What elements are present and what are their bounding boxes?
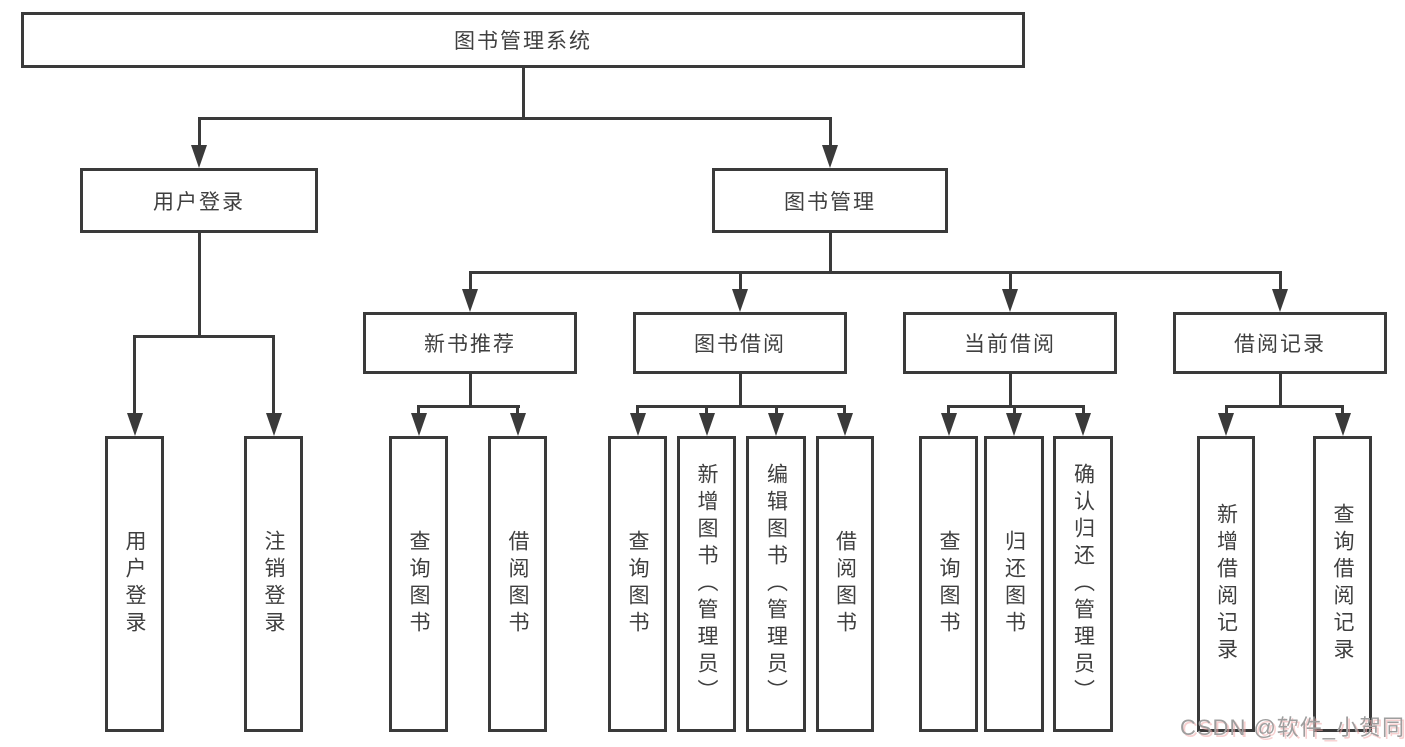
leaf-query-books-current: 查询图书: [919, 436, 978, 732]
node-book-management: 图书管理: [712, 168, 948, 233]
node-label: 图书管理系统: [454, 30, 592, 53]
arrowhead-down: [126, 413, 143, 436]
arrowhead-down: [265, 413, 282, 436]
connector-line: [468, 271, 1282, 274]
leaf-borrow-books-borrowing: 借阅图书: [816, 436, 874, 732]
arrowhead-down: [732, 289, 748, 312]
arrowhead-down: [1002, 289, 1018, 312]
connector-line: [1012, 405, 1016, 416]
arrowhead-down: [509, 413, 526, 436]
node-label: 借阅图书: [833, 530, 857, 638]
leaf-query-books-recommend: 查询图书: [389, 436, 448, 732]
leaf-add-book-admin: 新增图书（管理员）: [677, 436, 736, 732]
leaf-borrow-books-recommend: 借阅图书: [488, 436, 547, 732]
connector-line: [521, 68, 525, 119]
node-label: 编辑图书（管理员）: [764, 462, 788, 706]
arrowhead-down: [1272, 289, 1288, 312]
connector-line: [828, 117, 832, 149]
node-book-borrowing: 图书借阅: [633, 312, 847, 374]
node-label: 用户登录: [123, 530, 146, 638]
arrowhead-down: [462, 289, 478, 312]
node-current-borrowing: 当前借阅: [903, 312, 1117, 374]
connector-line: [828, 232, 832, 274]
connector-line: [738, 373, 742, 408]
connector-line: [738, 271, 742, 293]
node-label: 新增图书（管理员）: [695, 462, 718, 706]
connector-line: [1224, 405, 1228, 416]
node-label: 图书借阅: [694, 333, 786, 356]
connector-line: [516, 405, 519, 416]
leaf-confirm-return-admin: 确认归还（管理员）: [1053, 436, 1113, 732]
node-borrowing-records: 借阅记录: [1173, 312, 1387, 374]
arrowhead-down: [940, 413, 957, 436]
connector-line: [133, 335, 275, 338]
connector-line: [272, 335, 275, 416]
arrowhead-down: [698, 413, 715, 436]
connector-line: [1008, 271, 1012, 293]
node-label: 确认归还（管理员）: [1071, 462, 1095, 706]
connector-line: [1278, 271, 1282, 293]
node-new-book-recommendation: 新书推荐: [363, 312, 577, 374]
leaf-add-borrow-record: 新增借阅记录: [1197, 436, 1255, 732]
connector-line: [947, 405, 1084, 408]
arrowhead-down: [410, 413, 427, 436]
node-label: 用户登录: [153, 190, 245, 214]
connector-line: [1341, 405, 1344, 416]
connector-line: [197, 117, 832, 120]
arrowhead-down: [1218, 413, 1234, 436]
connector-line: [1081, 405, 1085, 416]
arrowhead-down: [1075, 413, 1091, 436]
node-label: 新书推荐: [424, 333, 516, 356]
connector-line: [1224, 405, 1343, 408]
connector-line: [417, 405, 420, 416]
node-label: 借阅记录: [1234, 333, 1326, 356]
arrowhead-down: [768, 413, 784, 436]
node-library-system: 图书管理系统: [21, 12, 1025, 68]
arrowhead-down: [1334, 413, 1351, 436]
connector-line: [133, 335, 136, 416]
connector-line: [705, 405, 708, 416]
arrowhead-down: [837, 413, 853, 436]
csdn-watermark: CSDN @软件_小贺同学: [1180, 715, 1405, 740]
node-label: 借阅图书: [506, 530, 529, 638]
connector-line: [636, 405, 846, 408]
leaf-edit-book-admin: 编辑图书（管理员）: [746, 436, 806, 732]
arrowhead-down: [629, 413, 646, 436]
connector-line: [197, 232, 201, 337]
node-label: 当前借阅: [964, 333, 1056, 356]
connector-line: [1278, 373, 1282, 408]
connector-line: [468, 373, 472, 408]
leaf-logout: 注销登录: [244, 436, 303, 732]
leaf-return-book: 归还图书: [984, 436, 1044, 732]
connector-line: [197, 117, 201, 149]
node-label: 查询借阅记录: [1331, 503, 1354, 665]
node-label: 归还图书: [1002, 530, 1026, 638]
connector-line: [468, 271, 472, 293]
connector-line: [1008, 373, 1012, 408]
leaf-query-borrow-record: 查询借阅记录: [1313, 436, 1372, 732]
connector-line: [774, 405, 778, 416]
node-label: 查询图书: [407, 530, 430, 638]
connector-line: [417, 405, 520, 408]
arrowhead-down: [191, 145, 207, 168]
node-label: 注销登录: [262, 530, 285, 638]
leaf-user-login: 用户登录: [105, 436, 164, 732]
connector-line: [843, 405, 846, 416]
connector-line: [947, 405, 950, 416]
arrowhead-down: [822, 145, 838, 168]
node-user-login: 用户登录: [80, 168, 318, 233]
arrowhead-down: [1006, 413, 1022, 436]
node-label: 查询图书: [626, 530, 649, 638]
node-label: 查询图书: [937, 530, 960, 638]
node-label: 新增借阅记录: [1214, 503, 1238, 665]
leaf-query-books-borrowing: 查询图书: [608, 436, 667, 732]
node-label: 图书管理: [784, 190, 876, 214]
connector-line: [636, 405, 639, 416]
